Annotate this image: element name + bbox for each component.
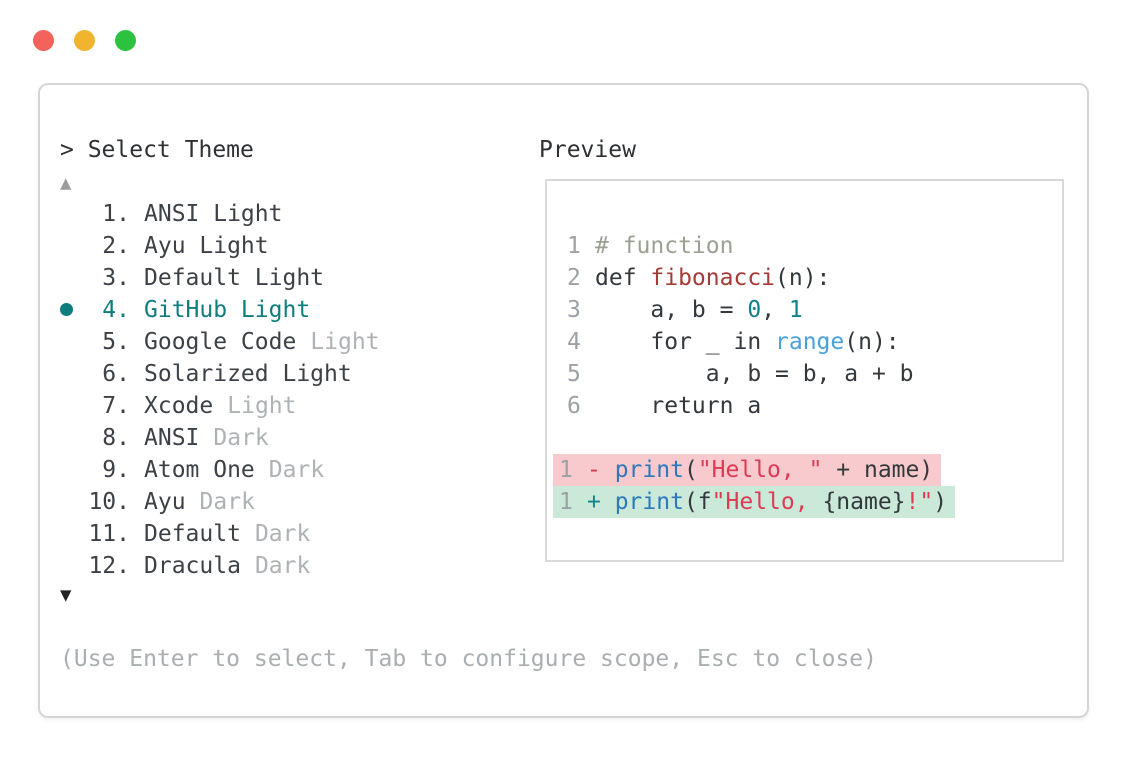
- diff-removed-line: 1- print("Hello, " + name): [553, 454, 942, 486]
- theme-name: Ayu Light: [144, 233, 269, 259]
- theme-number: 6.: [102, 361, 130, 387]
- theme-list-item[interactable]: 10. Ayu Dark: [60, 486, 380, 518]
- theme-list-item[interactable]: 1. ANSI Light: [60, 198, 380, 230]
- minimize-button[interactable]: [74, 30, 95, 51]
- code-line: 6 return a: [567, 390, 761, 422]
- window-controls: [33, 30, 136, 51]
- theme-name: Default: [144, 521, 241, 547]
- theme-name: Solarized Light: [144, 361, 352, 387]
- code-line: 1# function: [567, 230, 733, 262]
- close-button[interactable]: [33, 30, 54, 51]
- theme-number: 10.: [88, 489, 130, 515]
- line-number: 2: [567, 265, 581, 291]
- theme-name: ANSI Light: [144, 201, 283, 227]
- theme-list-item[interactable]: 2. Ayu Light: [60, 230, 380, 262]
- diff-added-line: 1+ print(f"Hello, {name}!"): [553, 486, 956, 518]
- theme-number: 8.: [102, 425, 130, 451]
- theme-name: Xcode: [144, 393, 214, 419]
- theme-name: Google Code: [144, 329, 297, 355]
- line-number: 1: [567, 233, 581, 259]
- theme-picker-dialog: > Select Theme Preview ▲ 1. ANSI Light 2.…: [38, 83, 1089, 718]
- theme-number: 4.: [102, 297, 130, 323]
- scroll-down-icon[interactable]: ▼: [60, 584, 72, 606]
- theme-variant: Dark: [254, 521, 311, 547]
- preview-title: Preview: [539, 137, 636, 163]
- theme-name: Dracula: [144, 553, 241, 579]
- line-number: 1: [559, 457, 573, 483]
- theme-variant: Dark: [199, 489, 255, 515]
- zoom-button[interactable]: [115, 30, 136, 51]
- theme-variant: Dark: [268, 457, 325, 483]
- theme-list-item[interactable]: 9. Atom One Dark: [60, 454, 380, 486]
- code-line: 4 for _ in range(n):: [567, 326, 900, 358]
- theme-list-item[interactable]: 5. Google Code Light: [60, 326, 380, 358]
- scroll-up-icon[interactable]: ▲: [60, 172, 72, 194]
- theme-number: 9.: [102, 457, 130, 483]
- theme-list-item-selected[interactable]: 4. GitHub Light: [60, 294, 380, 326]
- theme-list-item[interactable]: 3. Default Light: [60, 262, 380, 294]
- line-number: 4: [567, 329, 581, 355]
- theme-variant: Light: [310, 329, 380, 355]
- line-number: 6: [567, 393, 581, 419]
- theme-list-item[interactable]: 6. Solarized Light: [60, 358, 380, 390]
- theme-number: 12.: [88, 553, 130, 579]
- selected-indicator-icon: [60, 294, 88, 326]
- theme-number: 11.: [88, 521, 130, 547]
- theme-number: 1.: [102, 201, 130, 227]
- theme-list-item[interactable]: 12. Dracula Dark: [60, 550, 380, 582]
- theme-name: GitHub Light: [144, 297, 311, 323]
- keyboard-hint: (Use Enter to select, Tab to configure s…: [60, 646, 877, 672]
- theme-variant: Dark: [254, 553, 311, 579]
- line-number: 3: [567, 297, 581, 323]
- theme-name: Default Light: [144, 265, 325, 291]
- theme-variant: Light: [227, 393, 297, 419]
- theme-list-item[interactable]: 7. Xcode Light: [60, 390, 380, 422]
- theme-number: 7.: [102, 393, 130, 419]
- palette-title: > Select Theme: [60, 137, 254, 163]
- code-line: 5 a, b = b, a + b: [567, 358, 914, 390]
- code-line: 3 a, b = 0, 1: [567, 294, 803, 326]
- line-number: 5: [567, 361, 581, 387]
- theme-list: 1. ANSI Light 2. Ayu Light 3. Default Light…: [60, 198, 380, 582]
- theme-number: 5.: [102, 329, 130, 355]
- theme-name: Atom One: [144, 457, 255, 483]
- theme-list-item[interactable]: 8. ANSI Dark: [60, 422, 380, 454]
- theme-list-item[interactable]: 11. Default Dark: [60, 518, 380, 550]
- theme-number: 3.: [102, 265, 130, 291]
- theme-name: ANSI: [144, 425, 200, 451]
- line-number: 1: [559, 489, 573, 515]
- theme-number: 2.: [102, 233, 130, 259]
- theme-name: Ayu: [144, 489, 186, 515]
- theme-variant: Dark: [213, 425, 269, 451]
